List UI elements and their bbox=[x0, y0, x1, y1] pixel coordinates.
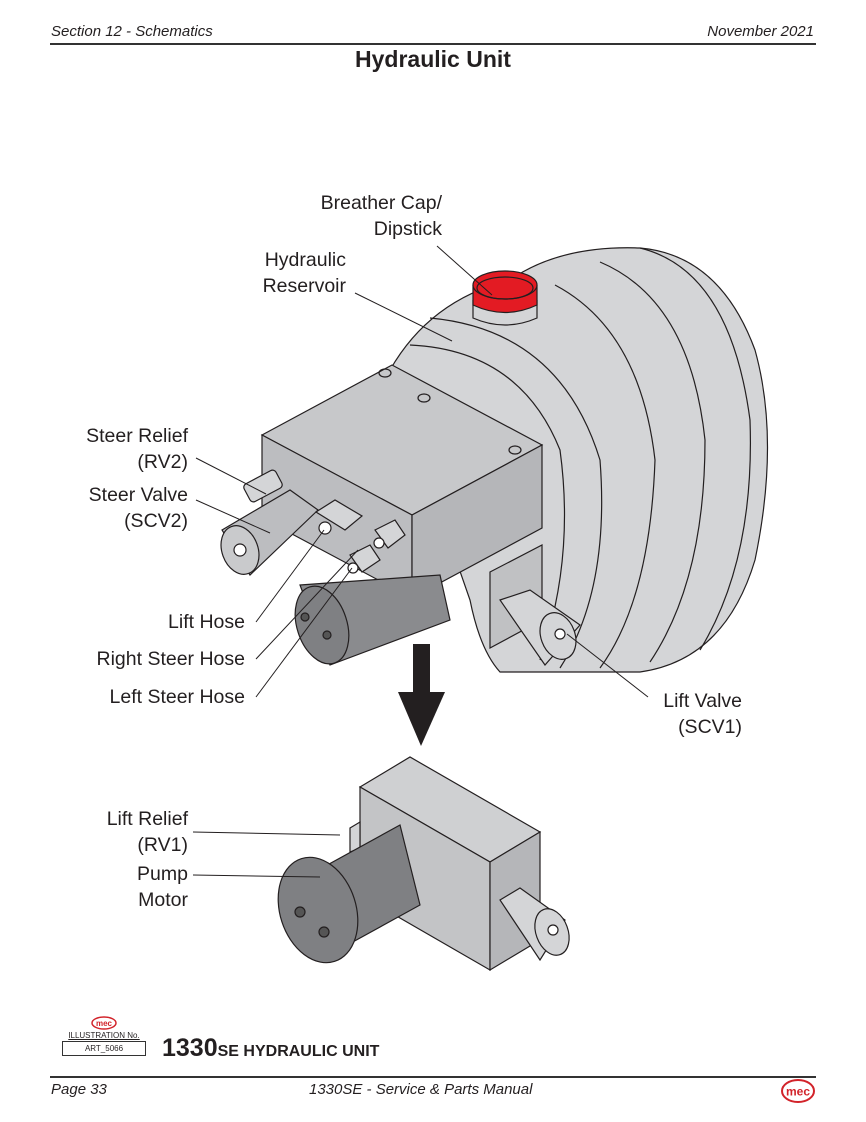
callout-leader-lines bbox=[192, 245, 649, 878]
callout-line: Steer Valve bbox=[88, 484, 188, 506]
hose-fittings bbox=[347, 519, 406, 574]
callout-hydraulic-reservoir: Hydraulic Reservoir bbox=[230, 247, 346, 299]
callout-line: (SCV2) bbox=[124, 510, 188, 532]
mec-footer-logo-icon: mec bbox=[781, 1079, 815, 1103]
header-date: November 2021 bbox=[707, 23, 814, 40]
callout-line: Lift Relief bbox=[106, 808, 188, 830]
mec-logo-icon: mec bbox=[91, 1016, 117, 1030]
illustration-number-box: mec ILLUSTRATION No. ART_5066 bbox=[62, 1016, 146, 1056]
callout-line: (RV2) bbox=[137, 451, 188, 473]
callout-right-steer-hose: Right Steer Hose bbox=[96, 648, 246, 670]
footer-page-number: Page 33 bbox=[51, 1081, 107, 1098]
callout-pump-motor: Pump Motor bbox=[60, 861, 188, 913]
callout-breather-cap: Breather Cap/ Dipstick bbox=[280, 190, 442, 242]
footer-manual-title: 1330SE - Service & Parts Manual bbox=[309, 1081, 533, 1098]
callout-line: (RV1) bbox=[137, 834, 188, 856]
callout-line: Motor bbox=[138, 889, 188, 911]
svg-text:mec: mec bbox=[96, 1019, 113, 1028]
callout-steer-relief: Steer Relief (RV2) bbox=[50, 423, 188, 475]
figure-caption: 1330SE HYDRAULIC UNIT bbox=[162, 1034, 379, 1063]
pump-motor-upper bbox=[294, 574, 451, 666]
down-arrow-icon bbox=[398, 644, 445, 746]
callout-line: Breather Cap/ bbox=[320, 192, 442, 214]
footer-divider bbox=[50, 1076, 816, 1078]
page-title: Hydraulic Unit bbox=[355, 46, 511, 72]
figure-model: 1330 bbox=[162, 1034, 218, 1062]
header-section: Section 12 - Schematics bbox=[51, 23, 213, 40]
callout-line: Pump bbox=[137, 863, 188, 885]
callout-line: Dipstick bbox=[373, 218, 442, 240]
callout-left-steer-hose: Left Steer Hose bbox=[109, 686, 246, 708]
hydraulic-reservoir bbox=[389, 247, 769, 673]
figure-title: SE HYDRAULIC UNIT bbox=[217, 1043, 380, 1060]
callout-steer-valve: Steer Valve (SCV2) bbox=[50, 482, 188, 534]
callout-line: Hydraulic bbox=[264, 249, 346, 271]
lower-pump-assembly bbox=[277, 756, 570, 972]
lift-valve bbox=[499, 589, 581, 666]
header-divider bbox=[50, 43, 816, 45]
svg-text:mec: mec bbox=[786, 1085, 810, 1099]
callout-line: Lift Valve bbox=[663, 690, 742, 712]
breather-cap bbox=[472, 270, 538, 326]
callout-lift-hose: Lift Hose bbox=[168, 611, 245, 633]
callout-line: Steer Relief bbox=[86, 425, 188, 447]
callout-line: Reservoir bbox=[262, 275, 346, 297]
illustration-label: ILLUSTRATION No. bbox=[68, 1031, 140, 1040]
callout-lift-valve: Lift Valve (SCV1) bbox=[640, 688, 742, 740]
callout-line: (SCV1) bbox=[678, 716, 742, 738]
illustration-number: ART_5066 bbox=[62, 1041, 146, 1056]
callout-lift-relief: Lift Relief (RV1) bbox=[60, 806, 188, 858]
